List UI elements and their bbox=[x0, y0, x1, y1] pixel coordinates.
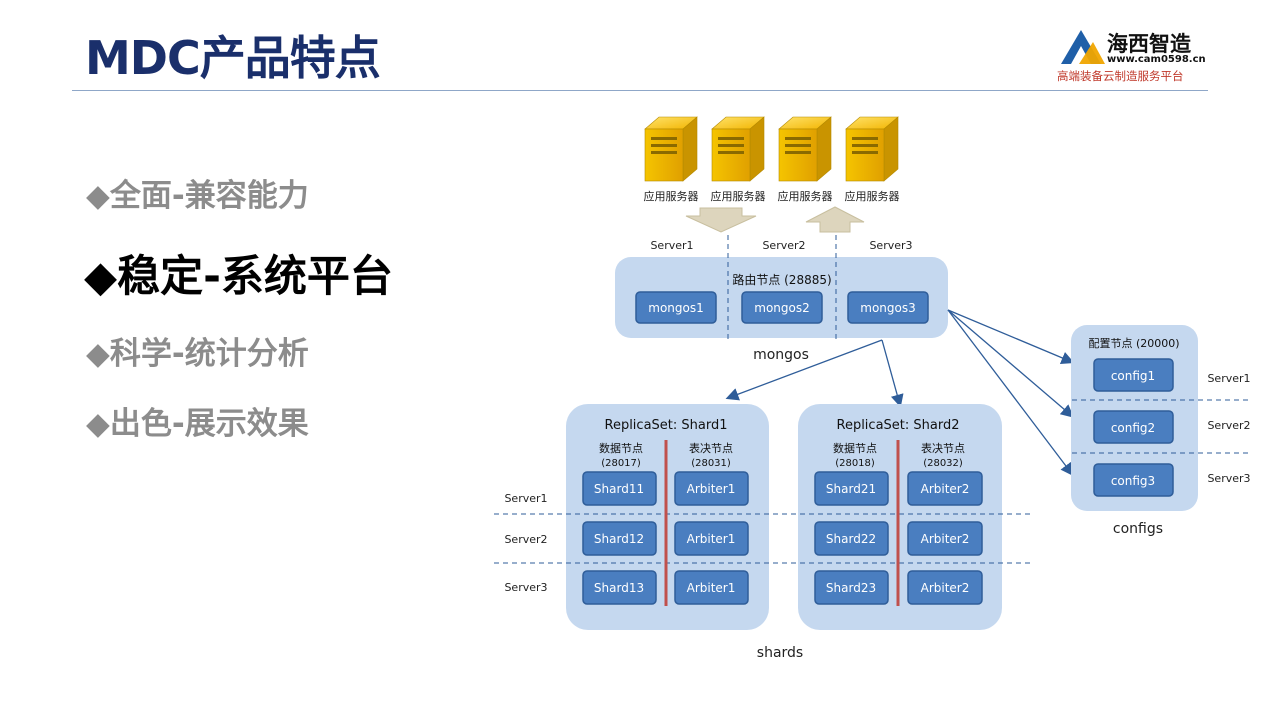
down-arrow-icon bbox=[685, 207, 757, 233]
server-icon bbox=[778, 116, 832, 182]
data-node-port: (28017) bbox=[601, 458, 641, 469]
node-label: Shard13 bbox=[594, 581, 644, 595]
diamond-bullet-icon: ◆ bbox=[86, 178, 110, 214]
diamond-bullet-icon: ◆ bbox=[86, 336, 110, 372]
mongos-node: mongos2 bbox=[741, 291, 823, 324]
arbiter-port: (28031) bbox=[691, 458, 731, 469]
server-label: 应用服务器 bbox=[778, 189, 833, 203]
node-label: Shard22 bbox=[826, 532, 876, 546]
feature-item: ◆全面-兼容能力 bbox=[86, 170, 309, 215]
replicaset-title: ReplicaSet: Shard2 bbox=[837, 418, 960, 433]
server-label: Server3 bbox=[869, 239, 912, 252]
arbiter-port: (28032) bbox=[923, 458, 963, 469]
node-label: Arbiter1 bbox=[687, 581, 736, 595]
company-logo: 海西智造 www.cam0598.cn 高端装备云制造服务平台 bbox=[1057, 26, 1207, 86]
feature-text: 出色-展示效果 bbox=[109, 406, 309, 442]
slide-title: MDC产品特点 bbox=[85, 31, 381, 85]
server-icon bbox=[644, 116, 698, 182]
arbiter-label: 表决节点 bbox=[921, 441, 965, 455]
logo-url: www.cam0598.cn bbox=[1107, 54, 1206, 65]
mongos-node: mongos3 bbox=[847, 291, 929, 324]
node-label: Arbiter1 bbox=[687, 482, 736, 496]
logo-mark-icon bbox=[1061, 30, 1105, 64]
logo-name: 海西智造 bbox=[1107, 32, 1191, 56]
app-server: 应用服务器 bbox=[711, 116, 766, 203]
config-title: 配置节点 (20000) bbox=[1088, 337, 1179, 350]
server-label: Server3 bbox=[1207, 472, 1250, 485]
data-node-label: 数据节点 bbox=[599, 441, 643, 455]
shard-node: Shard21 bbox=[814, 471, 889, 506]
feature-item: ◆科学-统计分析 bbox=[86, 328, 309, 373]
server-label: Server2 bbox=[762, 239, 805, 252]
server-label: 应用服务器 bbox=[711, 189, 766, 203]
config-node: config3 bbox=[1093, 463, 1174, 497]
router-title: 路由节点 (28885) bbox=[732, 272, 831, 287]
node-label: mongos3 bbox=[860, 301, 915, 315]
node-label: Arbiter2 bbox=[921, 482, 970, 496]
arbiter-node: Arbiter1 bbox=[674, 471, 749, 506]
server-icon bbox=[845, 116, 899, 182]
node-label: Shard21 bbox=[826, 482, 876, 496]
server-label: 应用服务器 bbox=[845, 189, 900, 203]
feature-item-active: ◆稳定-系统平台 bbox=[84, 242, 393, 304]
arbiter-node: Arbiter1 bbox=[674, 521, 749, 556]
arbiter-node: Arbiter1 bbox=[674, 570, 749, 605]
feature-item: ◆出色-展示效果 bbox=[86, 398, 309, 443]
node-label: config1 bbox=[1111, 369, 1155, 383]
node-label: Arbiter2 bbox=[921, 581, 970, 595]
replicaset-title: ReplicaSet: Shard1 bbox=[605, 418, 728, 433]
header-divider bbox=[72, 90, 1208, 91]
arbiter-node: Arbiter2 bbox=[907, 570, 983, 605]
diamond-bullet-icon: ◆ bbox=[84, 252, 118, 302]
node-label: Shard23 bbox=[826, 581, 876, 595]
app-server: 应用服务器 bbox=[778, 116, 833, 203]
arbiter-node: Arbiter2 bbox=[907, 471, 983, 506]
shard-node: Shard23 bbox=[814, 570, 889, 605]
node-label: Shard12 bbox=[594, 532, 644, 546]
up-arrow-icon bbox=[805, 206, 865, 233]
connection-arrow bbox=[947, 309, 1075, 364]
app-server: 应用服务器 bbox=[845, 116, 900, 203]
feature-text: 稳定-系统平台 bbox=[117, 252, 393, 302]
server-label: Server1 bbox=[1207, 372, 1250, 385]
node-label: config2 bbox=[1111, 421, 1155, 435]
arbiter-label: 表决节点 bbox=[689, 441, 733, 455]
data-node-label: 数据节点 bbox=[833, 441, 877, 455]
data-node-port: (28018) bbox=[835, 458, 875, 469]
shards-caption: shards bbox=[757, 645, 803, 661]
diamond-bullet-icon: ◆ bbox=[86, 406, 110, 442]
server-label: Server2 bbox=[1207, 419, 1250, 432]
shard-node: Shard12 bbox=[582, 521, 657, 556]
app-server: 应用服务器 bbox=[644, 116, 699, 203]
config-caption: configs bbox=[1113, 521, 1163, 537]
feature-text: 科学-统计分析 bbox=[109, 336, 309, 372]
feature-text: 全面-兼容能力 bbox=[109, 178, 309, 214]
config-node: config1 bbox=[1093, 358, 1174, 392]
node-label: config3 bbox=[1111, 474, 1155, 488]
node-label: mongos1 bbox=[648, 301, 703, 315]
connection-arrow bbox=[725, 339, 883, 401]
shard-node: Shard22 bbox=[814, 521, 889, 556]
logo-slogan: 高端装备云制造服务平台 bbox=[1057, 69, 1184, 83]
arbiter-node: Arbiter2 bbox=[907, 521, 983, 556]
server-icon bbox=[711, 116, 765, 182]
config-node: config2 bbox=[1093, 410, 1174, 444]
router-caption: mongos bbox=[753, 347, 809, 363]
connection-arrow bbox=[947, 309, 1074, 418]
shard-node: Shard11 bbox=[582, 471, 657, 506]
server-label: 应用服务器 bbox=[644, 189, 699, 203]
mongos-node: mongos1 bbox=[635, 291, 717, 324]
server-label: Server3 bbox=[504, 581, 547, 594]
server-label: Server1 bbox=[650, 239, 693, 252]
node-label: mongos2 bbox=[754, 301, 809, 315]
server-label: Server2 bbox=[504, 533, 547, 546]
node-label: Arbiter1 bbox=[687, 532, 736, 546]
shard-node: Shard13 bbox=[582, 570, 657, 605]
node-label: Arbiter2 bbox=[921, 532, 970, 546]
server-label: Server1 bbox=[504, 492, 547, 505]
connection-arrow bbox=[947, 309, 1074, 477]
connection-arrow bbox=[881, 339, 904, 408]
node-label: Shard11 bbox=[594, 482, 644, 496]
